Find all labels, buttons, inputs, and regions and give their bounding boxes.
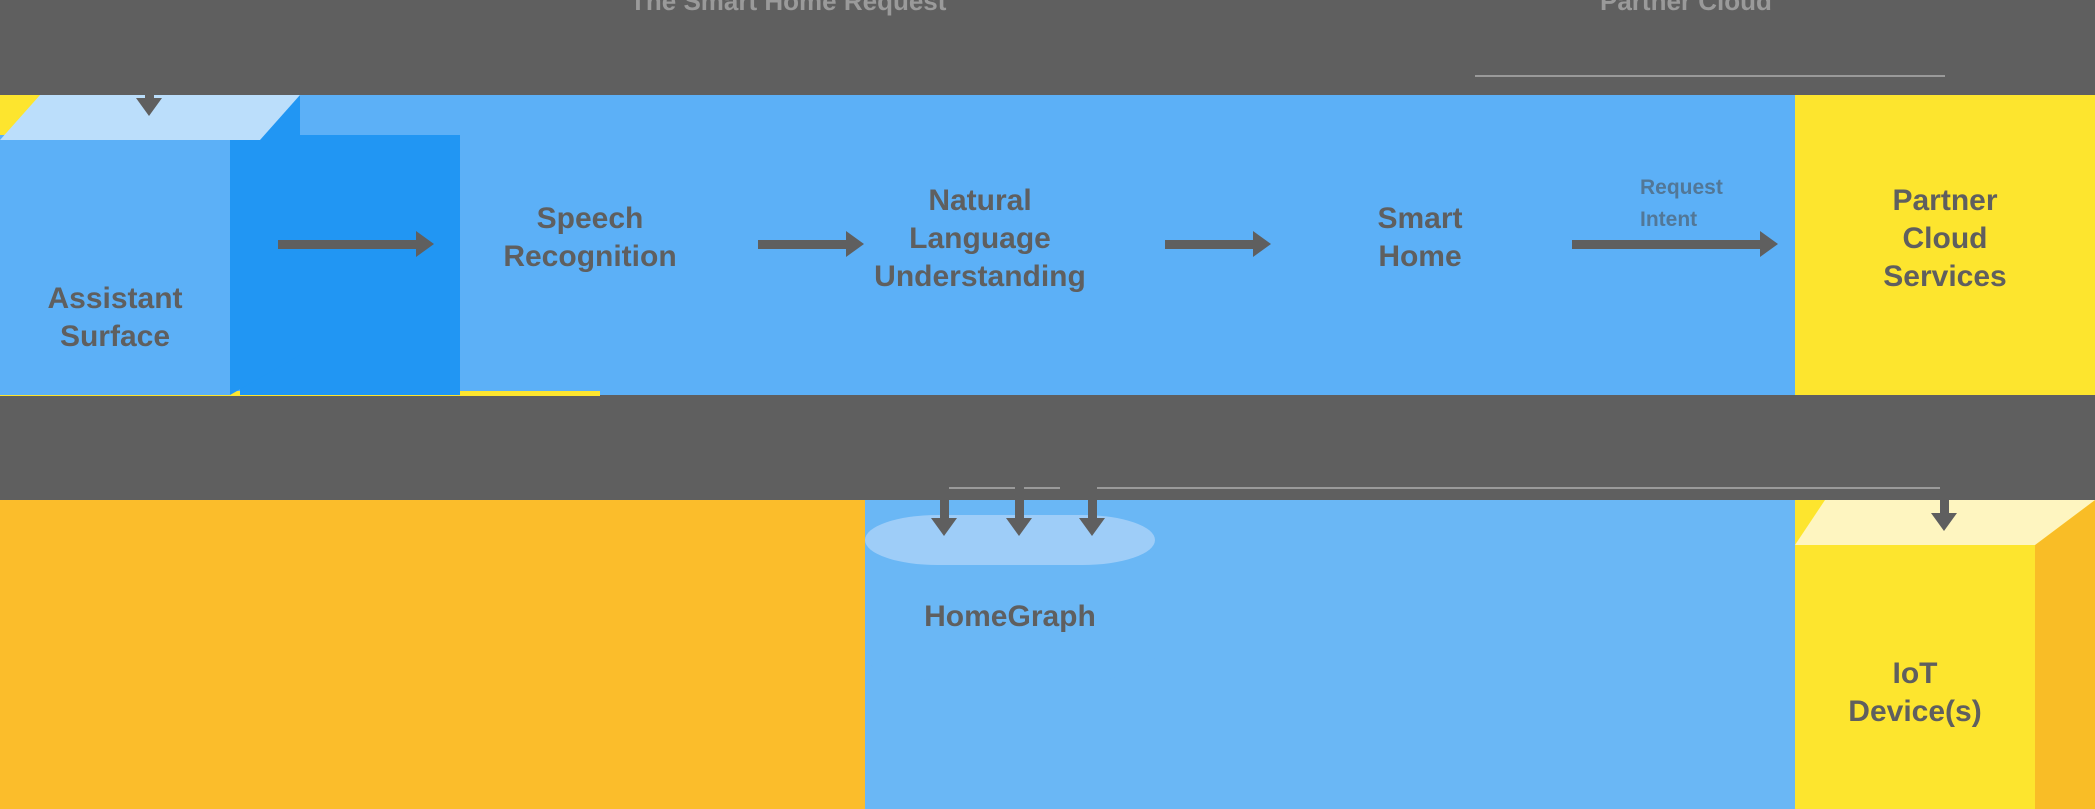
arrow-down-into-homegraph-1 — [931, 450, 957, 536]
homegraph-label: HomeGraph — [924, 600, 1096, 633]
smart-home-line1: Smart — [1377, 202, 1463, 235]
arrow-nlu-to-smart-home — [1165, 231, 1271, 257]
assistant-surface-label-line1: Assistant — [47, 282, 183, 315]
iot-devices-line1: IoT — [1892, 657, 1938, 690]
nlu-line2: Language — [909, 222, 1051, 255]
iot-devices-label: IoT Device(s) — [1795, 655, 2035, 731]
edge-label-intent: Intent — [1640, 208, 1698, 231]
partner-line3: Services — [1883, 260, 2007, 293]
iot-devices-line2: Device(s) — [1848, 695, 1982, 728]
iot-side-face — [2035, 500, 2095, 809]
arrow-down-into-iot-device — [1931, 455, 1957, 531]
arrow-down-into-homegraph-3 — [1079, 450, 1105, 536]
nlu-line3: Understanding — [874, 260, 1086, 293]
arrow-down-into-homegraph-2 — [1006, 450, 1032, 536]
connector-line-top-right — [1475, 75, 1945, 77]
nlu-line1: Natural — [928, 184, 1032, 217]
assistant-surface-front-face — [0, 135, 230, 395]
node-homegraph[interactable]: HomeGraph — [865, 515, 1155, 680]
edge-label-request: Request — [1640, 176, 1723, 199]
node-iot-devices[interactable]: IoT Device(s) — [1795, 500, 2095, 809]
arrow-speech-to-nlu — [758, 231, 864, 257]
arrow-down-into-assistant — [136, 45, 162, 116]
assistant-surface-label-line2: Surface — [59, 320, 171, 353]
connector-line-mid-left — [940, 487, 1060, 489]
node-assistant-surface[interactable]: Assistant Surface — [0, 95, 460, 395]
arrow-smart-home-to-partner — [1572, 231, 1778, 257]
speech-recognition-line1: Speech — [536, 202, 644, 235]
partner-line2: Cloud — [1902, 222, 1988, 255]
connector-line-mid-right — [1090, 487, 1940, 489]
partner-line1: Partner — [1892, 184, 1998, 217]
diagram-subtitle: Partner Cloud — [1600, 0, 1772, 16]
node-smart-home[interactable]: Smart Home — [1300, 200, 1540, 276]
top-right-yellow-band — [1795, 95, 2095, 395]
speech-recognition-line2: Recognition — [503, 240, 677, 273]
node-speech-recognition[interactable]: Speech Recognition — [455, 200, 725, 276]
arrow-assistant-to-speech — [278, 231, 434, 257]
smart-home-line2: Home — [1378, 240, 1462, 273]
iot-front-face — [1795, 540, 2035, 809]
node-natural-language-understanding[interactable]: Natural Language Understanding — [830, 182, 1130, 296]
diagram-title: The Smart Home Request — [630, 0, 947, 16]
assistant-surface-label: Assistant Surface — [0, 280, 230, 356]
node-partner-cloud-services[interactable]: Partner Cloud Services — [1820, 182, 2070, 296]
